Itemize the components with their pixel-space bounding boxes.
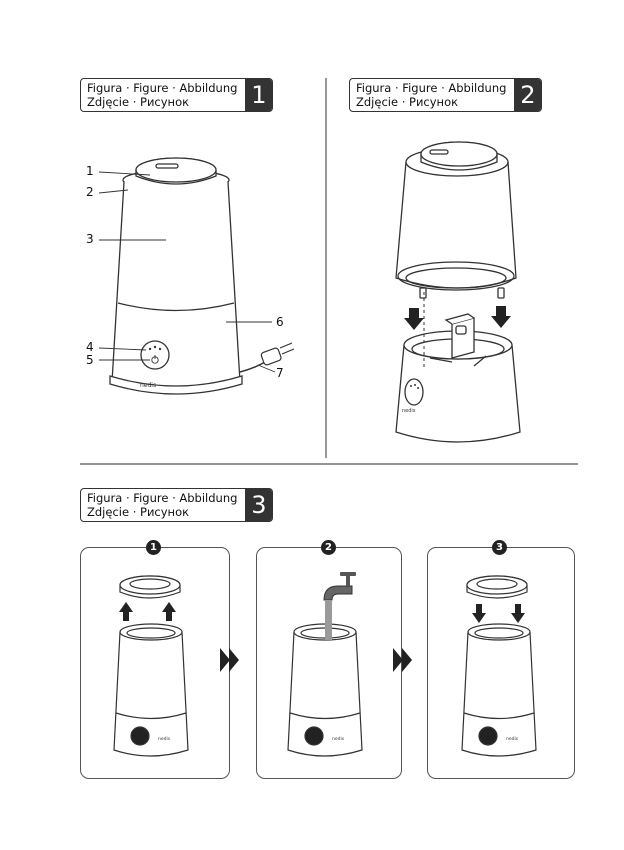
- step-2-tank: [288, 632, 362, 756]
- step-1-up-arrow-left: [119, 602, 133, 621]
- step-3-down-arrow-left: [472, 604, 486, 623]
- step-1-control: [131, 727, 149, 745]
- water-tap-icon: [324, 572, 356, 600]
- next-step-chevron-1a: [220, 648, 230, 672]
- step-3-down-arrow-right: [511, 604, 525, 623]
- brand-mark-step3: nedis: [506, 736, 519, 742]
- next-step-chevron-2a: [393, 648, 403, 672]
- next-step-chevron-1b: [229, 648, 239, 672]
- step-3-tank: [462, 632, 536, 756]
- water-stream: [325, 600, 332, 640]
- step-1-tank: [114, 632, 188, 756]
- brand-mark-step2: nedis: [332, 736, 345, 742]
- brand-mark-step1: nedis: [158, 736, 171, 742]
- step-1-up-arrow-right: [162, 602, 176, 621]
- next-step-chevron-2b: [402, 648, 412, 672]
- step-3-control: [479, 727, 497, 745]
- step-2-control: [305, 727, 323, 745]
